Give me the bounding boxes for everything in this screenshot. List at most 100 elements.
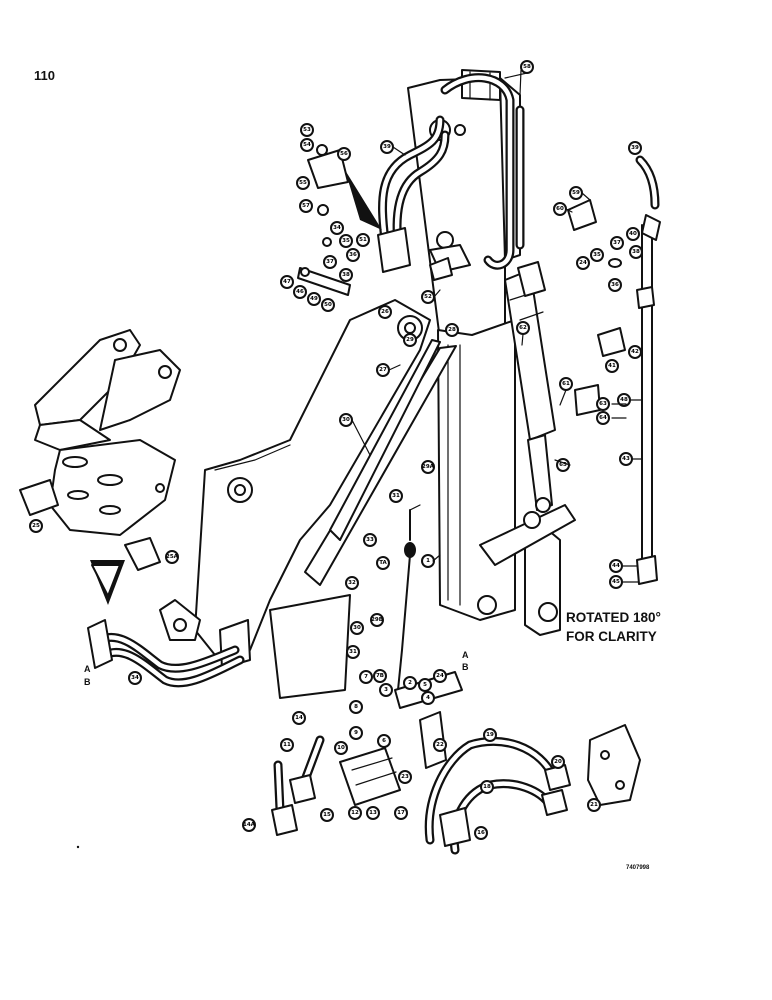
callout-24b: 24 — [576, 256, 590, 270]
svg-text:46: 46 — [296, 289, 304, 295]
callout-8: 8 — [349, 700, 363, 714]
callout-54: 54 — [300, 138, 314, 152]
svg-text:7B: 7B — [376, 673, 384, 679]
callout-18: 18 — [480, 780, 494, 794]
callout-32: 32 — [345, 576, 359, 590]
svg-text:45: 45 — [612, 579, 620, 585]
callout-17: 17 — [394, 806, 408, 820]
callout-2: 2 — [403, 676, 417, 690]
callout-59: 59 — [569, 186, 583, 200]
boom-hoses — [377, 73, 525, 281]
callout-28: 28 — [445, 323, 459, 337]
svg-text:55: 55 — [299, 180, 307, 186]
leader-lines — [351, 69, 643, 583]
svg-text:21: 21 — [590, 802, 598, 808]
callout-13: 13 — [366, 806, 380, 820]
callout-61: 61 — [559, 377, 573, 391]
svg-text:11: 11 — [283, 742, 291, 748]
svg-text:14: 14 — [295, 715, 303, 721]
callout-12: 12 — [348, 806, 362, 820]
callout-56: 56 — [337, 147, 351, 161]
callout-50: 50 — [321, 298, 335, 312]
caption-line-2: FOR CLARITY — [566, 629, 657, 644]
callout-40: 40 — [626, 227, 640, 241]
svg-text:38: 38 — [342, 272, 350, 278]
callout-1: 1 — [421, 554, 435, 568]
svg-text:1: 1 — [426, 558, 430, 564]
svg-text:32: 32 — [348, 580, 356, 586]
callout-36: 36 — [346, 248, 360, 262]
svg-text:51: 51 — [359, 237, 367, 243]
callout-11: 11 — [280, 738, 294, 752]
svg-text:19: 19 — [486, 732, 494, 738]
svg-text:25A: 25A — [166, 554, 179, 560]
svg-text:30: 30 — [353, 625, 361, 631]
callouts: 58 53 54 56 55 57 39 59 60 34 35 36 37 3… — [29, 60, 643, 840]
callout-4: 4 — [421, 691, 435, 705]
svg-text:20: 20 — [554, 759, 562, 765]
svg-text:5: 5 — [423, 682, 427, 688]
svg-text:37: 37 — [613, 240, 621, 246]
callout-45: 45 — [609, 575, 623, 589]
svg-text:41: 41 — [608, 363, 616, 369]
callout-20: 20 — [551, 755, 565, 769]
callout-62: 62 — [516, 321, 530, 335]
callout-9: 9 — [349, 726, 363, 740]
callout-60: 60 — [553, 202, 567, 216]
svg-text:26: 26 — [381, 309, 389, 315]
svg-text:39: 39 — [383, 144, 391, 150]
swing-tower — [19, 329, 181, 536]
callout-22: 22 — [433, 738, 447, 752]
svg-text:25: 25 — [32, 523, 40, 529]
boom-strips — [304, 339, 457, 586]
callout-46a: 46 — [293, 285, 307, 299]
callout-33: 33 — [363, 533, 377, 547]
svg-text:36: 36 — [611, 282, 619, 288]
svg-text:B: B — [462, 662, 469, 672]
callout-30B: 30 — [350, 621, 364, 635]
callout-35: 35 — [339, 234, 353, 248]
callout-37: 37 — [323, 255, 337, 269]
svg-text:31: 31 — [349, 649, 357, 655]
callout-30: 30 — [339, 413, 353, 427]
svg-text:24: 24 — [579, 260, 587, 266]
callout-55: 55 — [296, 176, 310, 190]
small-parts — [297, 144, 382, 296]
svg-text:38: 38 — [632, 249, 640, 255]
svg-text:12: 12 — [351, 810, 359, 816]
callout-53: 53 — [300, 123, 314, 137]
callout-14A: 14A — [242, 818, 256, 832]
page-number: 110 — [34, 68, 55, 83]
callout-34b: 34 — [128, 671, 142, 685]
callout-57: 57 — [299, 199, 313, 213]
callout-3: 3 — [379, 683, 393, 697]
callout-29: 29 — [403, 333, 417, 347]
svg-text:56: 56 — [340, 151, 348, 157]
svg-text:4: 4 — [426, 695, 430, 701]
svg-text:65: 65 — [559, 462, 567, 468]
svg-text:B: B — [84, 677, 91, 687]
svg-text:3: 3 — [384, 687, 388, 693]
svg-text:33: 33 — [366, 537, 374, 543]
callout-27: 27 — [376, 363, 390, 377]
svg-text:44: 44 — [612, 563, 620, 569]
callout-35b: 35 — [590, 248, 604, 262]
svg-text:42: 42 — [631, 349, 639, 355]
svg-text:40: 40 — [629, 231, 637, 237]
svg-text:43: 43 — [622, 456, 630, 462]
ab-labels: A B A B — [84, 650, 469, 687]
callout-52: 52 — [421, 290, 435, 304]
callout-39a: 39 — [380, 140, 394, 154]
callout-15: 15 — [320, 808, 334, 822]
callout-19: 19 — [483, 728, 497, 742]
callout-44: 44 — [609, 559, 623, 573]
svg-text:59: 59 — [572, 190, 580, 196]
svg-text:35: 35 — [593, 252, 601, 258]
svg-text:28: 28 — [448, 327, 456, 333]
svg-text:17: 17 — [397, 810, 405, 816]
callout-42: 42 — [628, 345, 642, 359]
callout-63: 63 — [596, 397, 610, 411]
right-pipe — [567, 155, 661, 585]
callout-25: 25 — [29, 519, 43, 533]
